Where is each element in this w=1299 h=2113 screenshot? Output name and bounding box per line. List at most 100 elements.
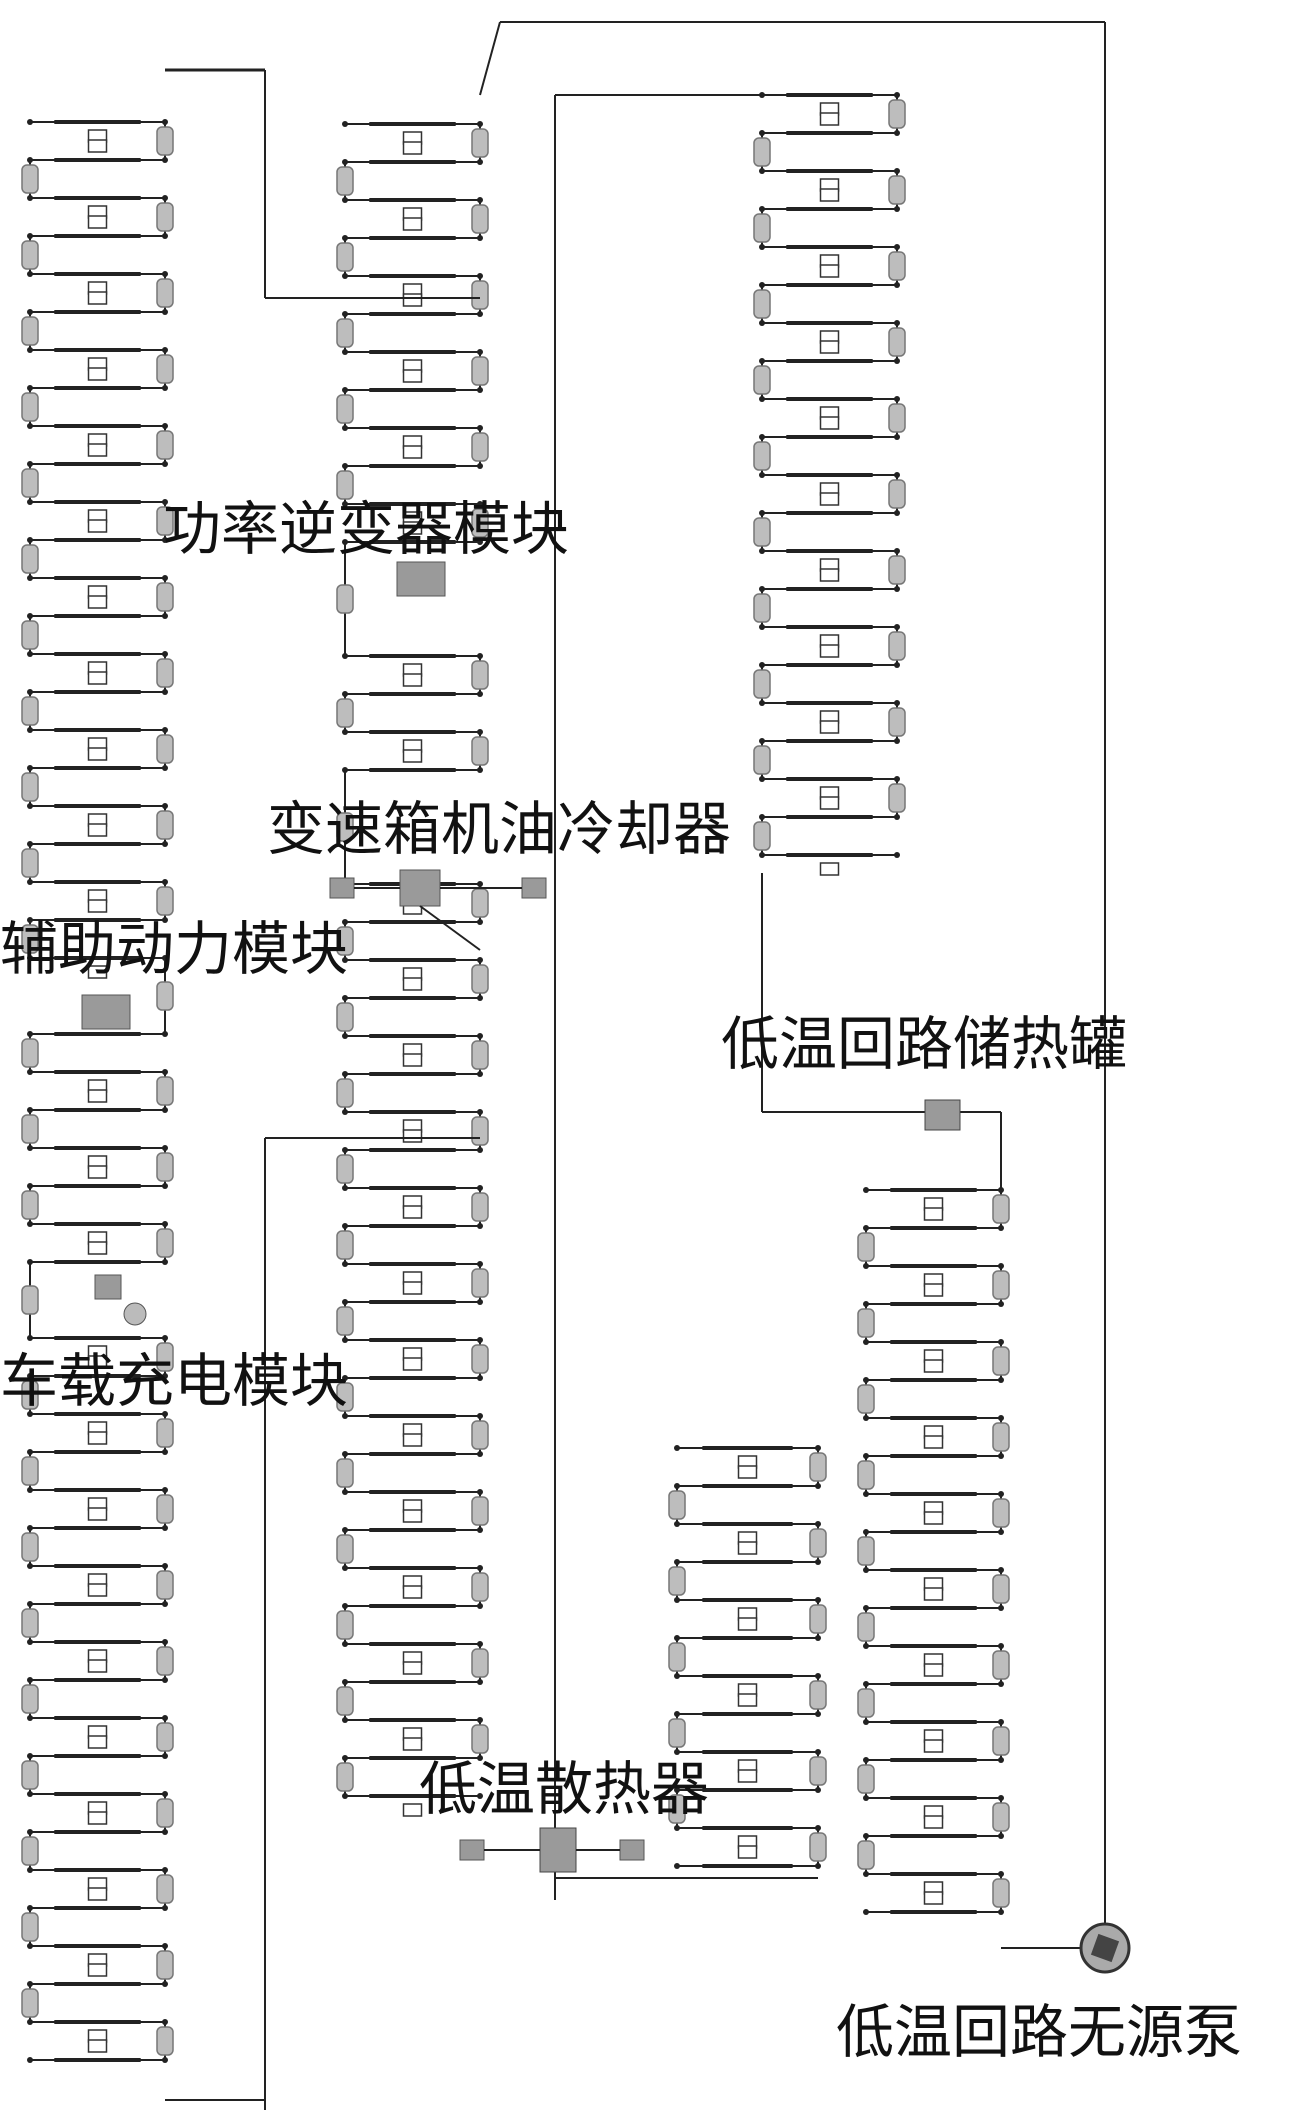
pipe-fitting-icon: [156, 202, 174, 232]
pipe-fitting-icon: [336, 318, 354, 348]
junction-node: [477, 1527, 483, 1533]
junction-node: [162, 309, 168, 315]
junction-node: [342, 349, 348, 355]
junction-node: [477, 1755, 483, 1761]
pipe-tag: [87, 1355, 108, 1369]
junction-node: [162, 537, 168, 543]
junction-node: [342, 653, 348, 659]
pipe-fitting-icon: [21, 696, 39, 726]
pipe-tag: [87, 291, 108, 305]
junction-node: [477, 1603, 483, 1609]
pipe-fitting-icon: [888, 403, 906, 433]
junction-node: [674, 1673, 680, 1679]
junction-node: [27, 1335, 33, 1341]
pipe-fitting-icon: [156, 1494, 174, 1524]
pipe-fitting-icon: [21, 1532, 39, 1562]
pipe-fitting-icon: [336, 1002, 354, 1032]
junction-node: [998, 1377, 1004, 1383]
pipe-fitting-icon: [471, 1268, 489, 1298]
junction-node: [863, 1339, 869, 1345]
junction-node: [342, 1413, 348, 1419]
junction-node: [998, 1757, 1004, 1763]
junction-node: [342, 1261, 348, 1267]
junction-node: [998, 1909, 1004, 1915]
pipe-fitting-icon: [21, 1608, 39, 1638]
pipe-tag: [819, 264, 840, 278]
junction-node: [894, 282, 900, 288]
pipe-fitting-icon: [156, 506, 174, 536]
pipe-fitting-icon: [156, 1342, 174, 1372]
junction-node: [342, 1337, 348, 1343]
pipe-fitting-icon: [471, 356, 489, 386]
junction-node: [674, 1445, 680, 1451]
pipe-fitting-icon: [753, 137, 771, 167]
junction-node: [342, 1185, 348, 1191]
junction-node: [162, 157, 168, 163]
junction-node: [342, 273, 348, 279]
pipe-tag: [819, 340, 840, 354]
junction-node: [894, 738, 900, 744]
pipe-tag: [402, 445, 423, 459]
junction-node: [342, 121, 348, 127]
pipe-fitting-icon: [992, 1726, 1010, 1756]
pipe-tag: [923, 1359, 944, 1373]
junction-node: [477, 235, 483, 241]
pipe-fitting-icon: [336, 926, 354, 956]
junction-node: [894, 510, 900, 516]
pipe-fitting-icon: [471, 1116, 489, 1146]
junction-node: [863, 1263, 869, 1269]
pipe-fitting-icon: [156, 582, 174, 612]
pipe-fitting-icon: [992, 1422, 1010, 1452]
pipe-fitting-icon: [156, 1874, 174, 1904]
pipe-fitting-icon: [809, 1528, 827, 1558]
junction-node: [759, 168, 765, 174]
pipe-fitting-icon: [888, 251, 906, 281]
junction-node: [162, 233, 168, 239]
pipe-tag: [402, 217, 423, 231]
pipe-tag: [737, 1617, 758, 1631]
pipe-tag: [819, 416, 840, 430]
pipe-fitting-icon: [471, 888, 489, 918]
junction-node: [674, 1749, 680, 1755]
junction-node: [27, 119, 33, 125]
label-passive-pump: 低温回路无源泵: [836, 1998, 1243, 2066]
pipe-fitting-icon: [471, 204, 489, 234]
junction-node: [477, 1375, 483, 1381]
pipe-fitting-icon: [809, 1604, 827, 1634]
pipe-fitting-icon: [471, 508, 489, 538]
junction-node: [342, 197, 348, 203]
pipe-fitting-icon: [857, 1232, 875, 1262]
flow-sink-icon: [521, 877, 547, 899]
label-storage-tank: 低温回路储热罐: [721, 1010, 1128, 1078]
pipe-fitting-icon: [753, 745, 771, 775]
pipe-fitting-icon: [857, 1460, 875, 1490]
junction-node: [477, 1071, 483, 1077]
junction-node: [477, 1299, 483, 1305]
pipe-tag: [87, 1583, 108, 1597]
junction-node: [759, 548, 765, 554]
junction-node: [162, 1259, 168, 1265]
junction-node: [998, 1681, 1004, 1687]
junction-node: [27, 1411, 33, 1417]
pipe-fitting-icon: [992, 1346, 1010, 1376]
pipe-line: [419, 905, 481, 951]
pipe-tag: [87, 1507, 108, 1521]
junction-node: [27, 575, 33, 581]
pipe-fitting-icon: [809, 1452, 827, 1482]
pipe-fitting-icon: [992, 1574, 1010, 1604]
pipe-fitting-icon: [992, 1802, 1010, 1832]
junction-node: [162, 2057, 168, 2063]
junction-node: [998, 1605, 1004, 1611]
pipe-fitting-icon: [336, 1686, 354, 1716]
pipe-tag: [402, 1661, 423, 1675]
pipe-fitting-icon: [156, 810, 174, 840]
pipe-fitting-icon: [992, 1650, 1010, 1680]
pipe-tag: [819, 188, 840, 202]
pipe-fitting-icon: [21, 164, 39, 194]
pipe-fitting-icon: [336, 1154, 354, 1184]
junction-node: [162, 1373, 168, 1379]
junction-node: [162, 1677, 168, 1683]
junction-node: [342, 501, 348, 507]
pipe-fitting-icon: [857, 1308, 875, 1338]
